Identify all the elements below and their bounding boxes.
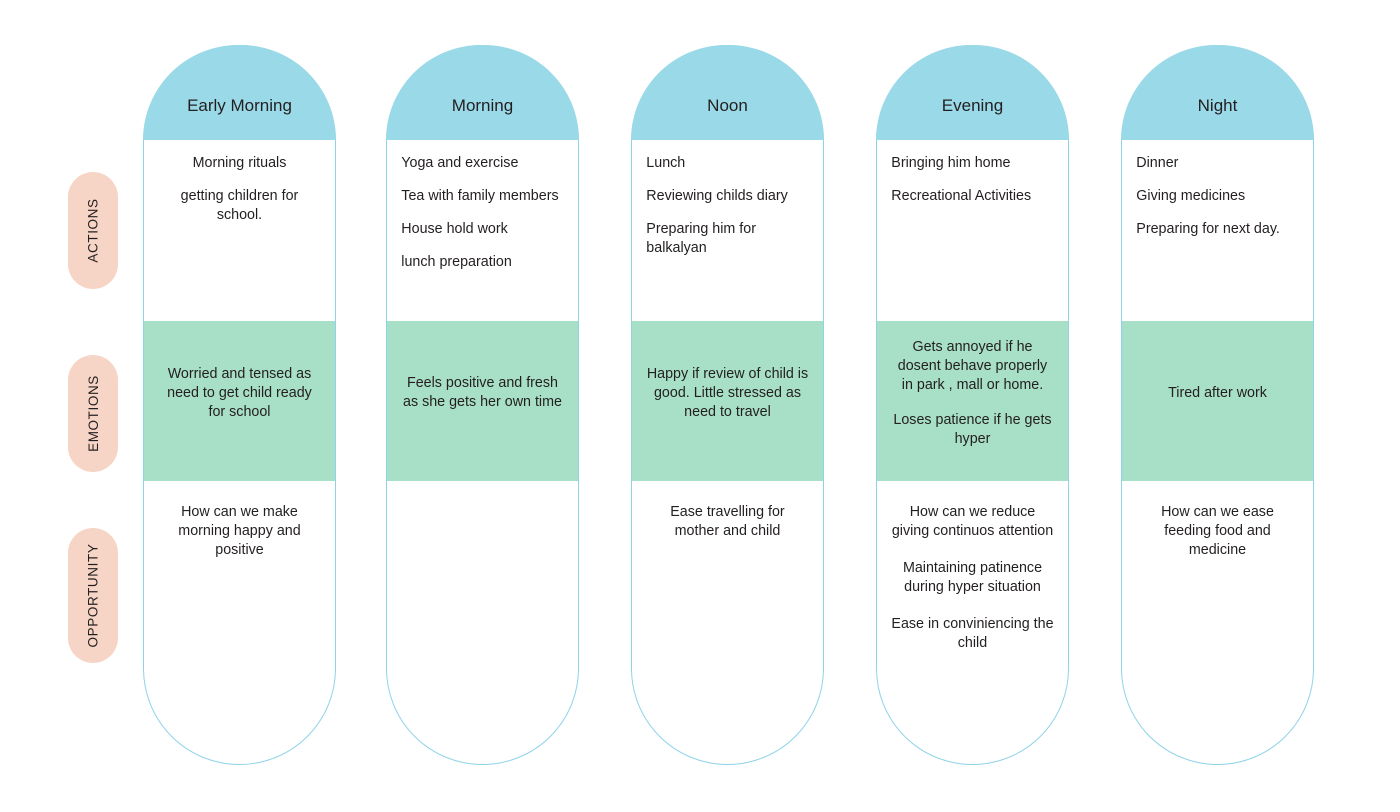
column-title: Morning (451, 95, 514, 115)
row-label-actions: ACTIONS (68, 172, 118, 289)
column-title: Early Morning (187, 95, 292, 115)
cell-actions: Morning rituals getting children for scho… (144, 140, 335, 321)
cell-entry: Maintaining patinence during hyper situa… (902, 560, 1043, 595)
cell-entry: Giving medicines (1136, 188, 1246, 204)
cell-emotions: Happy if review of child is good. Little… (632, 321, 823, 481)
cell-opportunity (387, 481, 578, 671)
column-header[interactable]: Morning (386, 45, 579, 140)
cell-entry: Morning rituals (192, 155, 287, 171)
cell-entry: Happy if review of child is good. Little… (646, 365, 809, 420)
cell-opportunity: Ease travelling for mother and child (632, 481, 823, 671)
cell-entry: Reviewing childs diary (646, 188, 788, 204)
column-header[interactable]: Noon (631, 45, 824, 140)
cell-entry: getting children for school. (180, 188, 299, 223)
cell-opportunity: How can we make morning happy and positi… (144, 481, 335, 671)
cell-emotions: Tired after work (1122, 321, 1313, 481)
column-title: Noon (707, 95, 748, 115)
cell-entry: How can we reduce giving continuos atten… (891, 504, 1054, 539)
cell-entry: Bringing him home (891, 155, 1011, 171)
cell-entry: Ease in conviniencing the child (891, 616, 1054, 651)
column-title: Night (1197, 95, 1238, 115)
cell-entry: Tired after work (1168, 384, 1267, 401)
column-title: Evening (941, 95, 1004, 115)
cell-entry: Worried and tensed as need to get child … (167, 365, 312, 420)
cell-entry: How can we make morning happy and positi… (178, 504, 301, 558)
column-header[interactable]: Evening (876, 45, 1069, 140)
cell-entry: Loses patience if he gets hyper (893, 411, 1052, 447)
column-header[interactable]: Night (1121, 45, 1314, 140)
cell-entry: Ease travelling for mother and child (670, 504, 785, 539)
column-header[interactable]: Early Morning (143, 45, 336, 140)
cell-entry: Recreational Activities (891, 188, 1032, 204)
cell-emotions: Gets annoyed if he dosent behave properl… (877, 321, 1068, 481)
cell-entry: Gets annoyed if he dosent behave properl… (897, 338, 1048, 393)
cell-entry: lunch preparation (401, 254, 512, 270)
row-label-opportunity: OPPORTUNITY (68, 528, 118, 663)
cell-emotions: Worried and tensed as need to get child … (144, 321, 335, 481)
cell-entry: Dinner (1136, 155, 1179, 171)
row-label-emotions-text: EMOTIONS (85, 375, 101, 452)
cell-entry: Preparing for next day. (1136, 221, 1280, 237)
cell-opportunity: How can we reduce giving continuos atten… (877, 481, 1068, 671)
row-label-actions-text: ACTIONS (85, 198, 101, 263)
row-label-opportunity-text: OPPORTUNITY (85, 543, 101, 648)
cell-entry: Feels positive and fresh as she gets her… (403, 375, 562, 410)
cell-opportunity: How can we ease feeding food and medicin… (1122, 481, 1313, 671)
cell-entry: Lunch (646, 155, 686, 171)
cell-entry: House hold work (401, 221, 508, 237)
cell-entry: How can we ease feeding food and medicin… (1161, 504, 1274, 558)
cell-emotions: Feels positive and fresh as she gets her… (387, 321, 578, 481)
row-label-emotions: EMOTIONS (68, 355, 118, 472)
cell-entry: Tea with family members (401, 188, 559, 204)
cell-entry: Yoga and exercise (401, 155, 519, 171)
cell-entry: Preparing him for balkalyan (646, 221, 756, 256)
